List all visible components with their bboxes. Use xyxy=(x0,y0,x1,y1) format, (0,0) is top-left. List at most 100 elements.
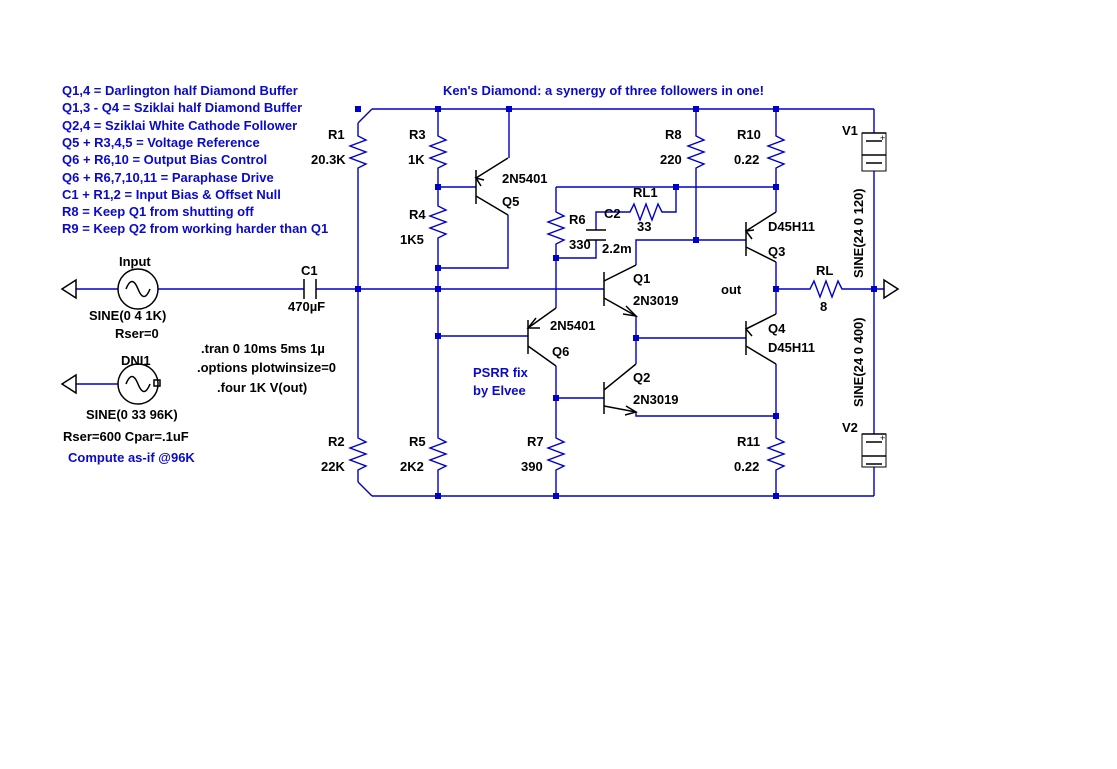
resistor-R2-label: R2 xyxy=(328,434,345,449)
wires xyxy=(76,108,884,497)
capacitor-C1 xyxy=(303,279,317,299)
transistor-Q4 xyxy=(744,313,777,365)
transistor-Q4-model: D45H11 xyxy=(768,340,815,355)
resistor-R2 xyxy=(348,434,368,474)
transistor-Q2 xyxy=(603,363,638,416)
resistor-R4 xyxy=(428,202,448,242)
transistor-Q1 xyxy=(603,264,639,318)
transistor-Q3-model: D45H11 xyxy=(768,219,815,234)
spice-directive: .options plotwinsize=0 xyxy=(197,360,336,375)
note-line: Q1,4 = Darlington half Diamond Buffer xyxy=(62,83,298,98)
resistor-R10 xyxy=(766,132,786,172)
resistor-R3-label: R3 xyxy=(409,127,426,142)
resistor-R4-value: 1K5 xyxy=(400,232,424,247)
dni-source-value: SINE(0 33 96K) xyxy=(86,407,178,422)
transistor-Q2-model: 2N3019 xyxy=(633,392,679,407)
resistor-R10-label: R10 xyxy=(737,127,761,142)
note-line: Q6 + R6,10 = Output Bias Control xyxy=(62,152,267,167)
dni-source-name: DNI1 xyxy=(121,353,151,368)
resistor-R7 xyxy=(546,434,566,474)
resistor-R6-value: 330 xyxy=(569,237,591,252)
note-line: C1 + R1,2 = Input Bias & Offset Null xyxy=(62,187,281,202)
psrr-note-line2: by Elvee xyxy=(473,383,526,398)
note-line: R9 = Keep Q2 from working harder than Q1 xyxy=(62,221,328,236)
resistor-R7-label: R7 xyxy=(527,434,544,449)
input-source-symbol xyxy=(60,268,159,310)
v1-plus-sign: + xyxy=(880,133,885,143)
resistor-R11 xyxy=(766,434,786,474)
resistor-RL1-label: RL1 xyxy=(633,185,658,200)
v2-plus-sign: + xyxy=(880,433,885,443)
resistor-R5-value: 2K2 xyxy=(400,459,424,474)
transistor-Q5 xyxy=(474,157,509,216)
transistor-Q4-label: Q4 xyxy=(768,321,786,336)
note-line: Q2,4 = Sziklai White Cathode Follower xyxy=(62,118,297,133)
capacitor-C2-value: 2.2m xyxy=(602,241,632,256)
resistor-R6-label: R6 xyxy=(569,212,586,227)
note-line: R8 = Keep Q1 from shutting off xyxy=(62,204,254,219)
capacitor-C1-value: 470µF xyxy=(288,299,325,314)
resistor-symbols xyxy=(348,132,846,474)
capacitor-C2 xyxy=(586,229,606,241)
resistor-RL1 xyxy=(626,202,668,222)
resistor-R5-label: R5 xyxy=(409,434,426,449)
capacitor-C2-label: C2 xyxy=(604,206,621,221)
supply-V2-symbol xyxy=(861,433,887,468)
input-source-value: SINE(0 4 1K) xyxy=(89,308,166,323)
v2-value: SINE(24 0 400) xyxy=(851,317,866,407)
resistor-R7-value: 390 xyxy=(521,459,543,474)
resistor-R11-value: 0.22 xyxy=(734,459,759,474)
spice-directive: .tran 0 10ms 5ms 1µ xyxy=(201,341,325,356)
resistor-R11-label: R11 xyxy=(737,434,760,449)
transistor-Q6-model: 2N5401 xyxy=(550,318,596,333)
resistor-R8-value: 220 xyxy=(660,152,682,167)
transistor-Q5-model: 2N5401 xyxy=(502,171,548,186)
resistor-RL-value: 8 xyxy=(820,299,827,314)
note-line: Q1,3 - Q4 = Sziklai half Diamond Buffer xyxy=(62,100,302,115)
resistor-R10-value: 0.22 xyxy=(734,152,759,167)
transistor-Q6-label: Q6 xyxy=(552,344,569,359)
v1-label: V1 xyxy=(842,123,858,138)
transistor-Q3 xyxy=(744,211,777,263)
resistor-R1-value: 20.3K xyxy=(311,152,346,167)
resistor-R1-label: R1 xyxy=(328,127,345,142)
resistor-R3-value: 1K xyxy=(408,152,425,167)
resistor-RL xyxy=(806,279,846,299)
note-line: Q6 + R6,7,10,11 = Paraphase Drive xyxy=(62,170,274,185)
resistor-R3 xyxy=(428,132,448,172)
resistor-R2-value: 22K xyxy=(321,459,345,474)
v1-value: SINE(24 0 120) xyxy=(851,188,866,278)
resistor-R6 xyxy=(546,208,566,248)
supply-V1-symbol xyxy=(861,132,887,172)
transistor-Q1-label: Q1 xyxy=(633,271,650,286)
spice-directive: .four 1K V(out) xyxy=(217,380,307,395)
dni-source-symbol xyxy=(60,363,161,405)
notes-block: Q1,4 = Darlington half Diamond Buffer Q1… xyxy=(62,83,328,236)
output-ground-arrow xyxy=(883,278,900,300)
resistor-R4-label: R4 xyxy=(409,207,426,222)
resistor-RL1-value: 33 xyxy=(637,219,651,234)
transistor-Q2-label: Q2 xyxy=(633,370,650,385)
input-source-rser: Rser=0 xyxy=(115,326,159,341)
v2-label: V2 xyxy=(842,420,858,435)
psrr-note-line1: PSRR fix xyxy=(473,365,529,380)
schematic-title: Ken's Diamond: a synergy of three follow… xyxy=(443,83,764,98)
transistor-Q1-model: 2N3019 xyxy=(633,293,679,308)
transistor-Q5-label: Q5 xyxy=(502,194,519,209)
transistor-Q3-label: Q3 xyxy=(768,244,785,259)
dni-source-extra: Rser=600 Cpar=.1uF xyxy=(63,429,189,444)
capacitor-C1-label: C1 xyxy=(301,263,318,278)
transistor-Q6 xyxy=(526,307,557,367)
resistor-R8 xyxy=(686,132,706,172)
input-source-name: Input xyxy=(119,254,151,269)
junction-dots xyxy=(355,106,877,499)
resistor-RL-label: RL xyxy=(816,263,833,278)
resistor-R5 xyxy=(428,434,448,474)
capacitor-symbols xyxy=(303,229,606,299)
net-out-label: out xyxy=(721,282,742,297)
dni-source-note: Compute as-if @96K xyxy=(68,450,195,465)
note-line: Q5 + R3,4,5 = Voltage Reference xyxy=(62,135,260,150)
resistor-R8-label: R8 xyxy=(665,127,682,142)
